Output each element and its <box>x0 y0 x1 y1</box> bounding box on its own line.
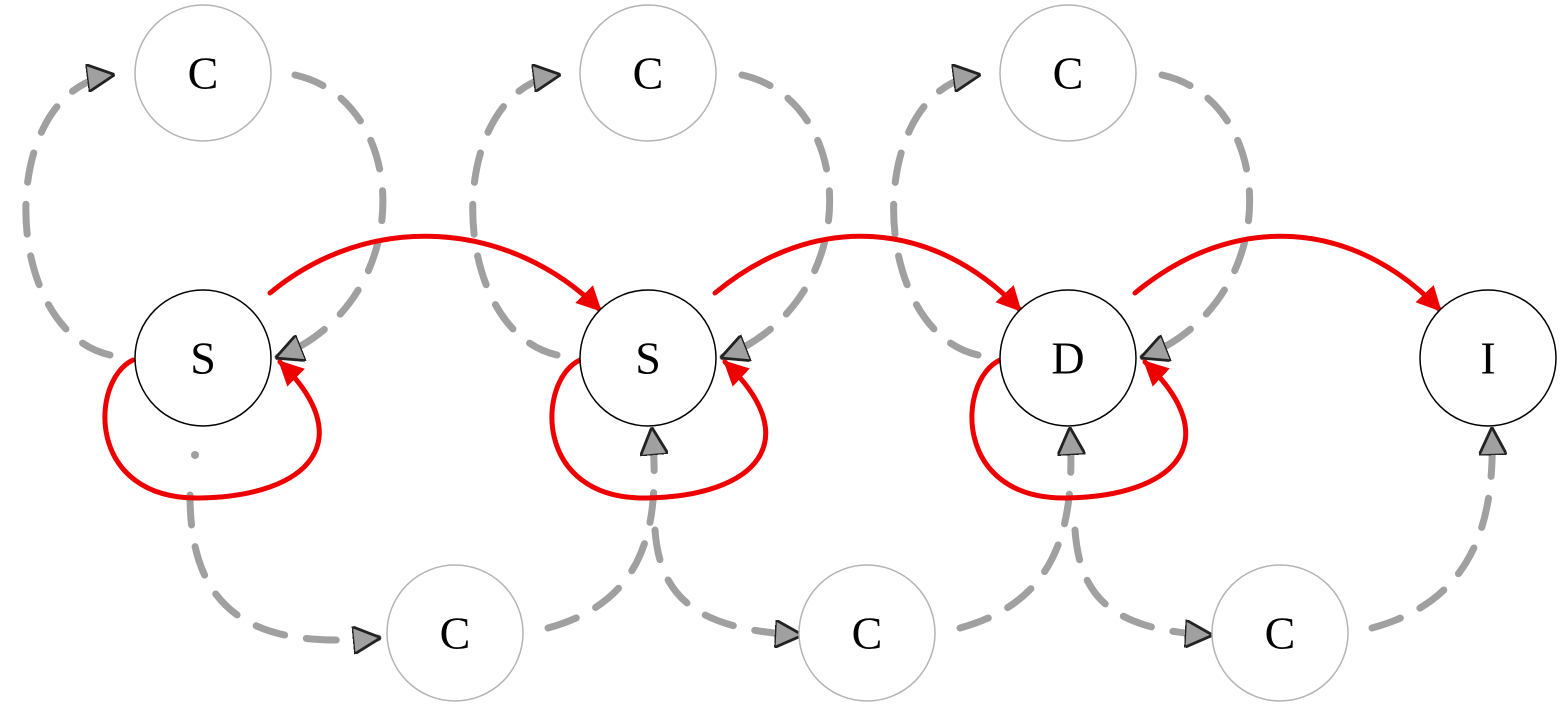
aux-nodes-top: C C C <box>134 4 1137 142</box>
edge-s1-to-s2 <box>267 233 603 313</box>
node-i: I <box>1419 289 1557 427</box>
edge-s1-to-ct1 <box>22 75 112 359</box>
node-label: C <box>440 608 471 659</box>
node-s-1: S <box>134 289 272 427</box>
edge-ct2-to-s2 <box>723 71 834 357</box>
node-label: I <box>1480 333 1495 384</box>
aux-edges <box>22 71 1492 640</box>
main-nodes: S S D I <box>134 289 1557 427</box>
edge-s2-to-ct2 <box>469 75 558 359</box>
node-label: C <box>852 608 883 659</box>
edge-ct1-to-s1 <box>278 71 387 357</box>
node-label: C <box>633 48 664 99</box>
edge-d-to-i <box>1132 233 1443 313</box>
edge-s1-to-cb1 <box>186 491 378 640</box>
edge-d-to-ct3 <box>890 75 978 359</box>
node-label: C <box>1053 48 1084 99</box>
node-c-bottom-3: C <box>1211 564 1349 702</box>
node-label: S <box>635 333 661 384</box>
node-label: D <box>1051 333 1084 384</box>
node-label: S <box>190 333 216 384</box>
edge-s2-to-cb2 <box>651 526 804 635</box>
loop-s2 <box>549 357 769 501</box>
node-c-bottom-2: C <box>798 564 936 702</box>
stray-dot <box>191 451 199 459</box>
node-c-top-2: C <box>579 4 717 142</box>
edge-ct3-to-d <box>1143 71 1254 357</box>
node-d: D <box>999 289 1137 427</box>
node-label: C <box>188 48 219 99</box>
aux-nodes-bottom: C C C <box>386 564 1349 702</box>
node-c-top-1: C <box>134 4 272 142</box>
edge-cb2-to-d <box>956 430 1071 632</box>
main-edges <box>102 233 1443 501</box>
loop-s1 <box>102 357 322 501</box>
node-label: C <box>1265 608 1296 659</box>
edge-s2-to-d <box>712 233 1023 313</box>
node-s-2: S <box>579 289 717 427</box>
edge-cb3-to-i <box>1368 426 1492 632</box>
loop-d <box>969 357 1189 501</box>
edge-d-to-cb3 <box>1071 526 1210 635</box>
node-c-top-3: C <box>999 4 1137 142</box>
edge-cb1-to-s2 <box>544 430 654 632</box>
node-c-bottom-1: C <box>386 564 524 702</box>
